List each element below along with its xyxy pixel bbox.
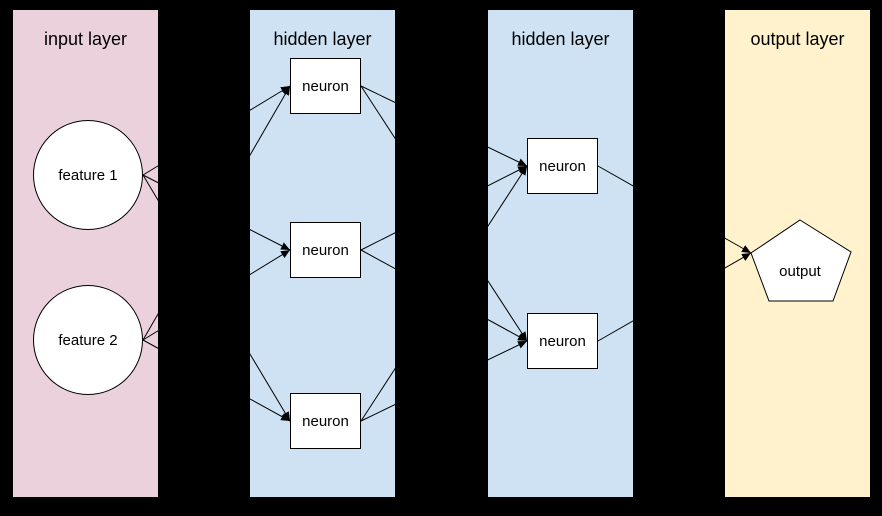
edge-h1n3-h2n2 — [360, 340, 528, 422]
edge-feature2-h1n1 — [142, 85, 291, 341]
node-hidden2-neuron-2-label: neuron — [539, 332, 586, 350]
node-feature-1-label: feature 1 — [58, 166, 118, 184]
edge-h1n2-h2n2 — [360, 249, 528, 342]
edge-h1n1-h2n2 — [360, 85, 528, 342]
node-feature-2-label: feature 2 — [58, 331, 118, 349]
layer-band-hidden-2: hidden layer — [488, 10, 633, 497]
edge-h1n2-h2n1 — [360, 165, 528, 251]
node-hidden2-neuron-2: neuron — [527, 313, 598, 369]
layer-band-input: input layer — [13, 10, 158, 497]
node-hidden1-neuron-3: neuron — [290, 393, 361, 449]
layer-title-hidden-1: hidden layer — [273, 29, 372, 49]
node-hidden1-neuron-2: neuron — [290, 222, 361, 278]
edge-h2n2-output — [597, 252, 752, 342]
node-output-label: output — [779, 263, 821, 280]
edge-feature1-h1n1 — [142, 85, 291, 176]
layer-title-output: output layer — [750, 29, 845, 49]
layer-title-hidden-2: hidden layer — [511, 29, 610, 49]
edge-feature1-h1n3 — [142, 174, 291, 422]
edge-h1n3-h2n1 — [360, 165, 528, 422]
node-hidden1-neuron-2-label: neuron — [302, 241, 349, 259]
node-feature-1: feature 1 — [33, 120, 143, 230]
node-hidden2-neuron-1: neuron — [527, 138, 598, 194]
node-hidden1-neuron-1: neuron — [290, 58, 361, 114]
node-feature-2: feature 2 — [33, 285, 143, 395]
node-hidden2-neuron-1-label: neuron — [539, 157, 586, 175]
node-hidden1-neuron-1-label: neuron — [302, 77, 349, 95]
edge-group — [142, 85, 752, 422]
node-hidden1-neuron-3-label: neuron — [302, 412, 349, 430]
layer-title-input: input layer — [43, 29, 128, 49]
edge-feature2-h1n2 — [142, 249, 291, 341]
output-pentagon-shape — [750, 219, 852, 302]
edge-h1n1-h2n1 — [360, 85, 528, 167]
edge-h2n1-output — [597, 165, 752, 254]
edge-feature2-h1n3 — [142, 339, 291, 422]
